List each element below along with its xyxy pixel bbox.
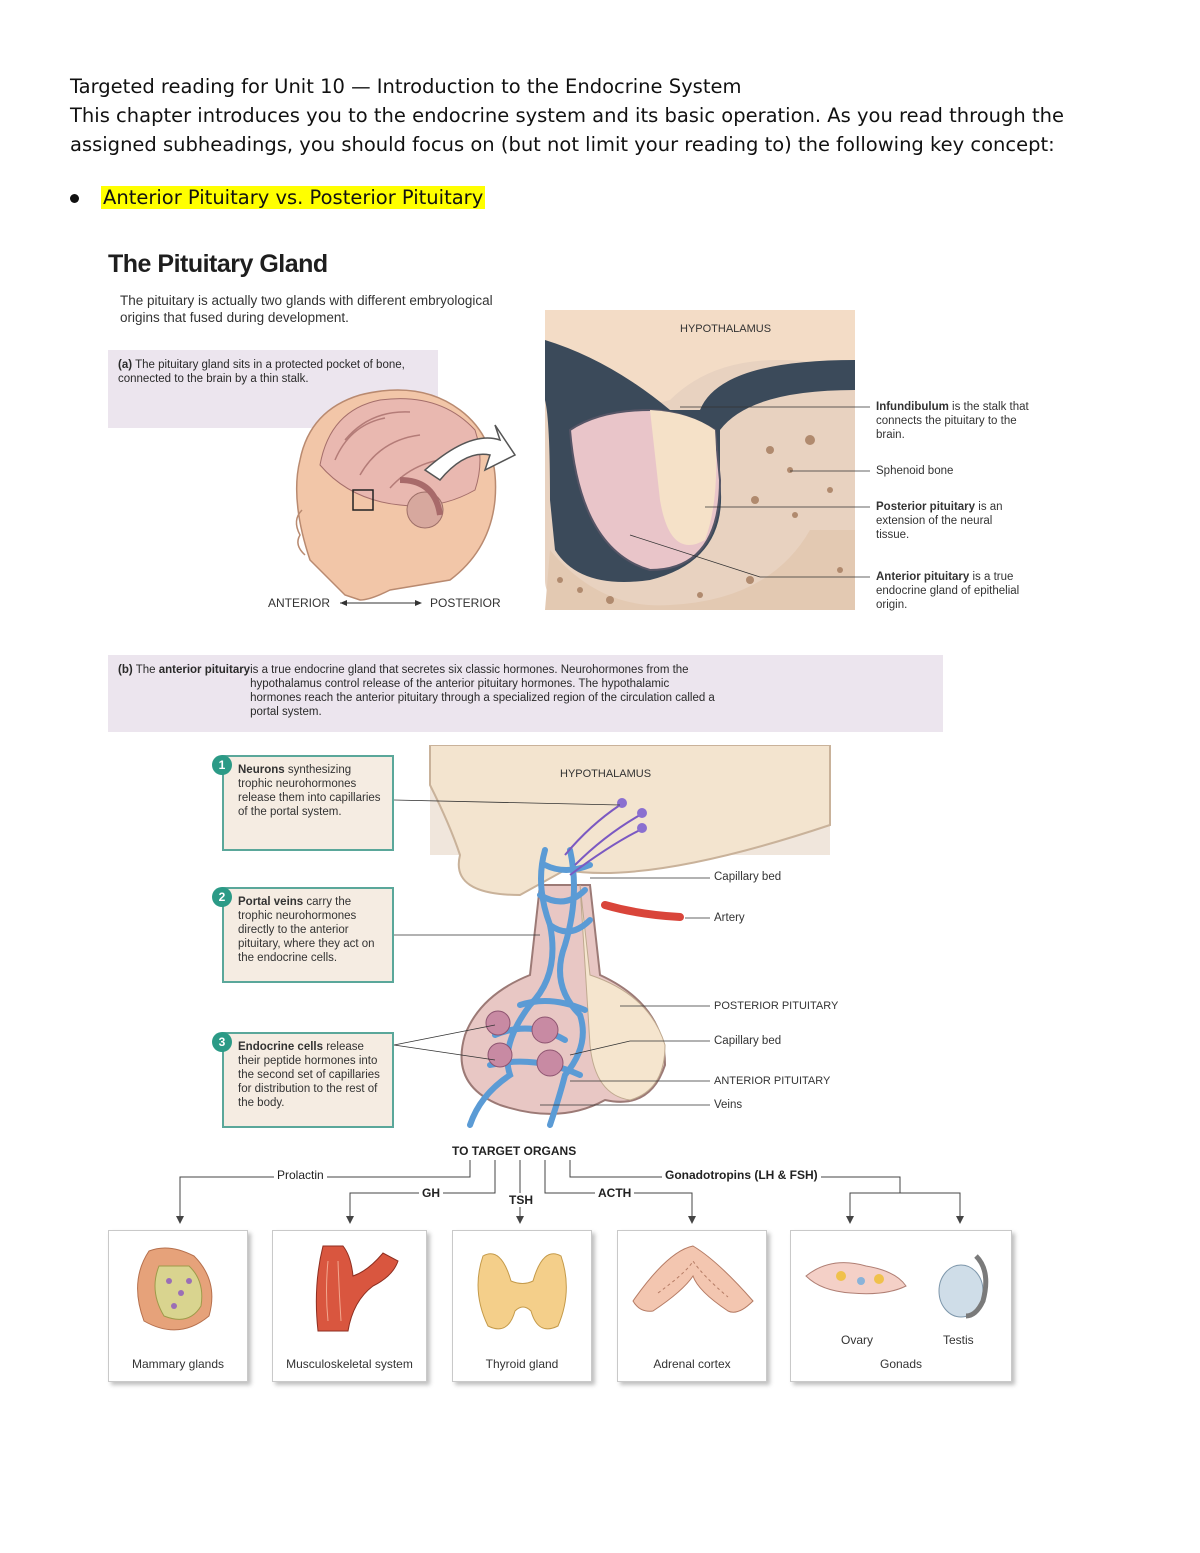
zoom-arrow-icon — [423, 424, 517, 481]
child-head-illustration — [295, 389, 497, 601]
gonadotropins-label: Gonadotropins (LH & FSH) — [662, 1168, 821, 1182]
panel-b-caption: (b) The anterior pituitary is a true end… — [108, 655, 943, 732]
gh-label: GH — [419, 1186, 443, 1200]
sphenoid-bone-label: Sphenoid bone — [876, 465, 954, 477]
arm-muscle-icon — [315, 1245, 399, 1332]
capillary-bed-label-1: Capillary bed — [714, 871, 782, 883]
step-1-box: 1 Neurons synthesizing trophic neurohorm… — [212, 755, 394, 851]
ovary-label: Ovary — [841, 1333, 874, 1347]
testis-icon — [938, 1254, 989, 1319]
step-2-number: 2 — [212, 887, 232, 907]
pituitary-closeup: HYPOTHALAMUS — [545, 310, 855, 610]
posterior-pituitary-label-a: Posterior pituitary is an extension of t… — [876, 501, 1003, 541]
anterior-pituitary-label-b: ANTERIOR PITUITARY — [714, 1075, 831, 1087]
organ-thyroid-gland: Thyroid gland — [452, 1230, 592, 1382]
organ-mammary-glands: Mammary glands — [108, 1230, 248, 1382]
thyroid-gland-label: Thyroid gland — [485, 1357, 559, 1371]
panel-a-caption-text: The pituitary gland sits in a protected … — [118, 359, 405, 385]
step-2-box: 2 Portal veins carry the trophic neuroho… — [212, 887, 394, 983]
to-target-organs-label: TO TARGET ORGANS — [452, 1144, 576, 1158]
bullet-dot-icon — [70, 194, 79, 203]
prolactin-label: Prolactin — [274, 1168, 327, 1182]
posterior-pituitary-label-b: POSTERIOR PITUITARY — [714, 1000, 839, 1012]
step-3-box: 3 Endocrine cells release their peptide … — [212, 1032, 394, 1128]
document-body: Targeted reading for Unit 10 — Introduct… — [70, 72, 1150, 159]
testis-label: Testis — [943, 1333, 974, 1347]
panel-a-letter: (a) — [118, 359, 133, 371]
panel-b-letter: (b) — [118, 664, 133, 676]
gonads-label: Gonads — [879, 1357, 923, 1371]
anterior-direction-label: ANTERIOR — [268, 596, 330, 610]
thyroid-icon — [477, 1253, 567, 1330]
ovary-icon — [805, 1262, 907, 1295]
gonads-icon — [805, 1254, 989, 1319]
key-concept-bullet: Anterior Pituitary vs. Posterior Pituita… — [70, 186, 486, 209]
artery-label: Artery — [714, 912, 745, 924]
anterior-pituitary-label-a: Anterior pituitary is a true endocrine g… — [876, 571, 1020, 611]
tsh-label: TSH — [506, 1193, 536, 1207]
organ-musculoskeletal: Musculoskeletal system — [272, 1230, 427, 1382]
document-intro: This chapter introduces you to the endoc… — [70, 104, 1064, 156]
adrenal-icon — [632, 1245, 754, 1313]
adrenal-cortex-label: Adrenal cortex — [653, 1357, 731, 1371]
posterior-direction-label: POSTERIOR — [430, 596, 501, 610]
figure-title: The Pituitary Gland — [108, 250, 328, 278]
hypothalamus-label-b: HYPOTHALAMUS — [560, 768, 651, 780]
portal-system-illustration: HYPOTHALAMUS TO TARGET ORGANS — [393, 745, 831, 1158]
step-1-number: 1 — [212, 755, 232, 775]
capillary-bed-label-2: Capillary bed — [714, 1035, 782, 1047]
organ-gonads: Ovary Testis Gonads — [790, 1230, 1012, 1382]
acth-label: ACTH — [595, 1186, 635, 1200]
key-concept-highlight: Anterior Pituitary vs. Posterior Pituita… — [101, 186, 486, 209]
step-3-number: 3 — [212, 1032, 232, 1052]
infundibulum-label: Infundibulum is the stalk that connects … — [876, 401, 1029, 441]
mammary-glands-label: Mammary glands — [131, 1357, 225, 1371]
figure-subtitle: The pituitary is actually two glands wit… — [120, 293, 493, 325]
veins-label: Veins — [714, 1099, 743, 1111]
hypothalamus-label-a: HYPOTHALAMUS — [680, 323, 771, 335]
panel-a-illustration: ANTERIOR POSTERIOR HYPOTHALAMUS — [268, 310, 870, 610]
document-heading: Targeted reading for Unit 10 — Introduct… — [70, 75, 742, 98]
mammary-gland-icon — [137, 1247, 213, 1331]
musculoskeletal-label: Musculoskeletal system — [286, 1357, 413, 1371]
organ-adrenal-cortex: Adrenal cortex — [617, 1230, 767, 1382]
